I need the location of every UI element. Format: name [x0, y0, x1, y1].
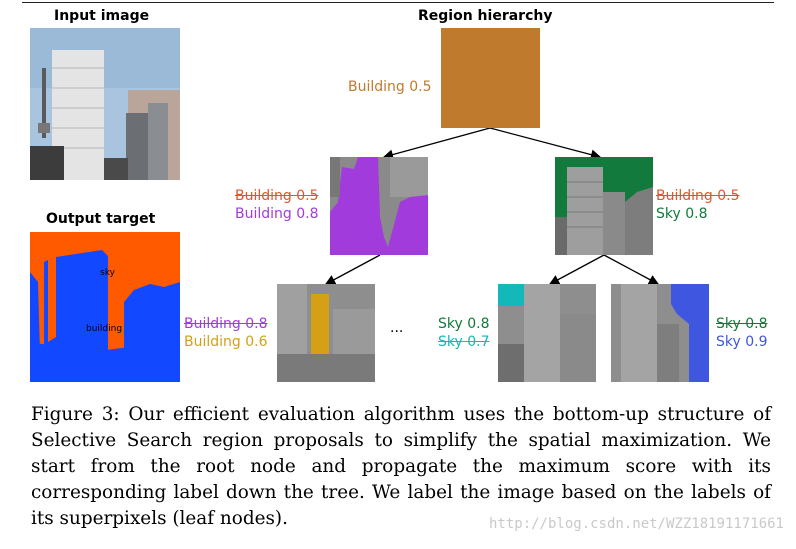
- sky-label: sky: [100, 268, 115, 278]
- root-region: [441, 28, 540, 128]
- mid-right-region: [555, 157, 653, 255]
- output-target-image: sky building: [30, 232, 180, 382]
- output-target-title: Output target: [46, 211, 156, 227]
- leaf-3-region: [611, 284, 709, 382]
- ellipsis: ...: [390, 320, 404, 336]
- root-score: Building 0.5: [348, 79, 432, 95]
- mid-left-region: [330, 157, 428, 255]
- leaf-1-region: [277, 284, 375, 382]
- leaf-3-old-score: Sky 0.8: [716, 316, 768, 332]
- figure-caption: Figure 3: Our efficient evaluation algor…: [31, 404, 771, 529]
- leaf-1-new-score: Building 0.6: [184, 334, 268, 350]
- input-image: [30, 28, 180, 180]
- input-image-title: Input image: [54, 8, 150, 24]
- top-rule: [22, 2, 774, 3]
- mid-right-old-score: Building 0.5: [656, 188, 740, 204]
- building-label: building: [86, 324, 123, 334]
- mid-right-new-score: Sky 0.8: [656, 206, 708, 222]
- leaf-2-old-score: Sky 0.7: [438, 334, 490, 350]
- region-hierarchy-title: Region hierarchy: [418, 8, 553, 24]
- leaf-2-score: Sky 0.8: [438, 316, 490, 332]
- leaf-1-old-score: Building 0.8: [184, 316, 268, 332]
- mid-left-old-score: Building 0.5: [235, 188, 319, 204]
- leaf-2-region: [498, 284, 596, 382]
- leaf-3-new-score: Sky 0.9: [716, 334, 768, 350]
- mid-left-new-score: Building 0.8: [235, 206, 319, 222]
- watermark: http://blog.csdn.net/WZZ18191171661: [488, 516, 784, 532]
